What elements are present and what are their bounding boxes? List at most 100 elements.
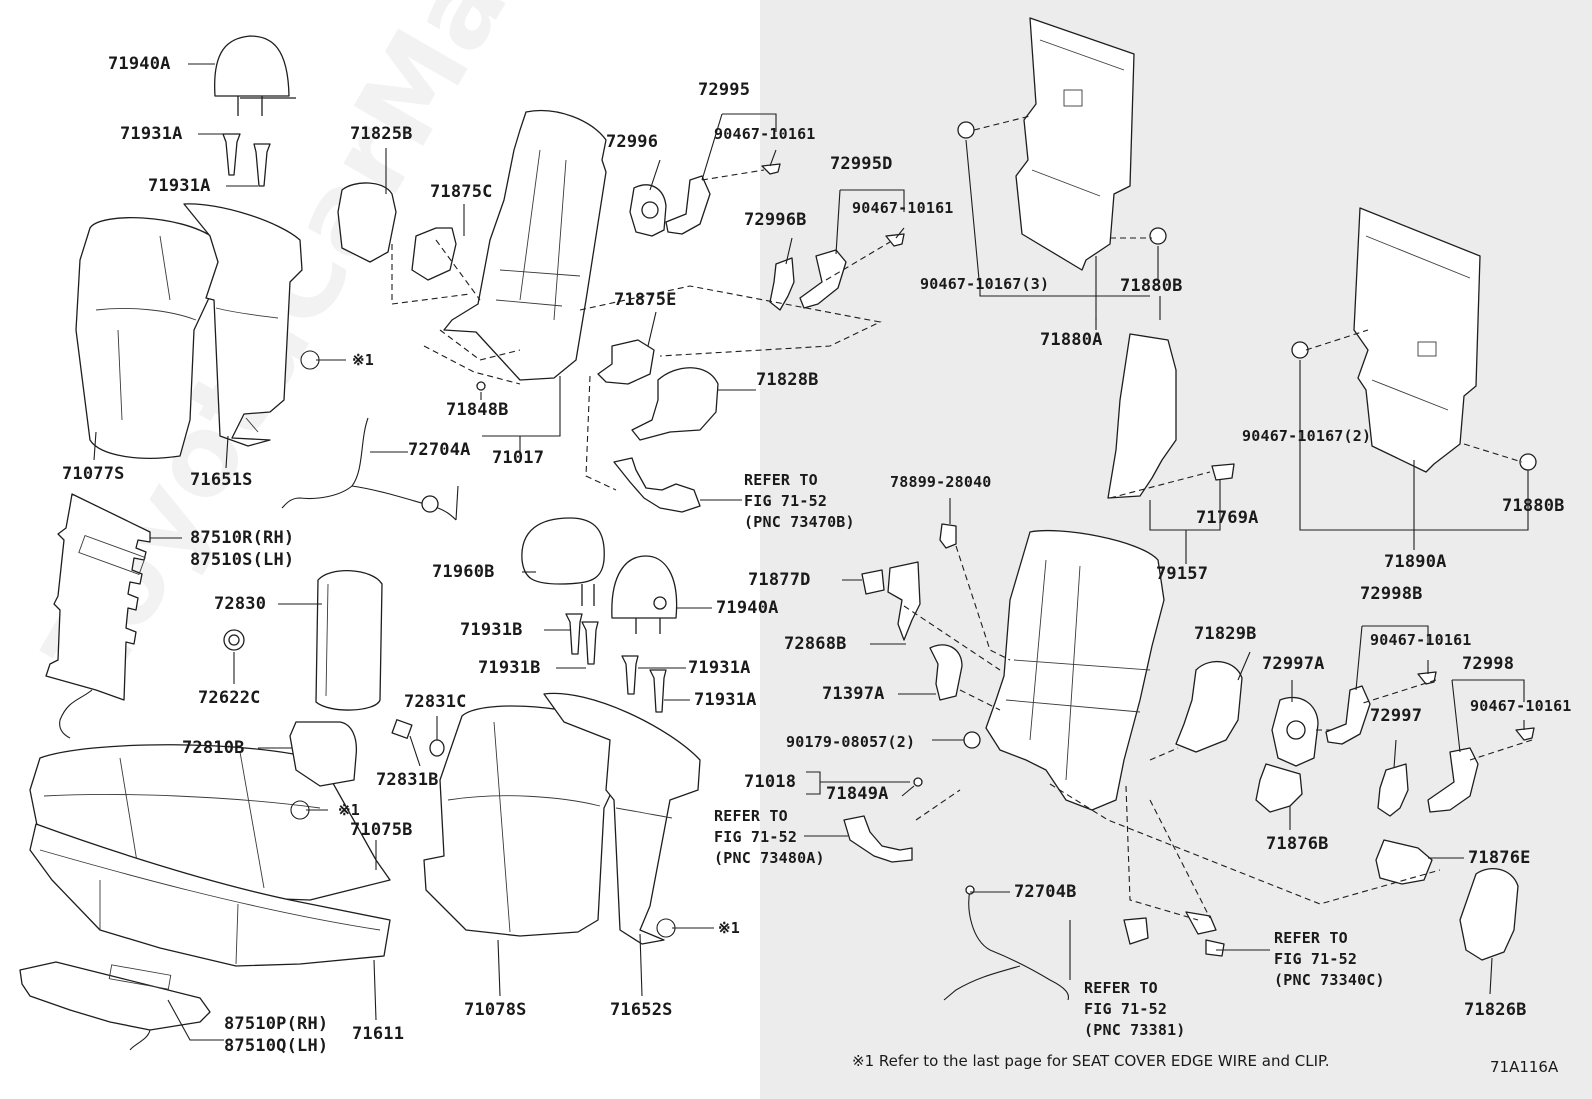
reference-73480A[interactable]: REFER TO FIG 71-52 (PNC 73480A) xyxy=(714,807,825,867)
board-71880A-part xyxy=(1015,17,1135,271)
cover-72998-part xyxy=(1427,747,1479,813)
mark-1-b: ※1 xyxy=(338,801,360,819)
shaded-panel xyxy=(760,0,1592,1099)
cover-72995-part xyxy=(665,175,711,235)
buckle-73470B-part xyxy=(613,457,701,513)
headrest-71960B-part xyxy=(521,517,605,606)
cap-72622C-part xyxy=(223,629,245,651)
callout-90467-10161-b: 90467-10161 xyxy=(852,199,954,217)
cover-71877D-part xyxy=(861,569,885,595)
callout-90179-08057: 90179-08057(2) xyxy=(786,733,916,751)
seatback-71651S-part xyxy=(183,203,303,447)
clip-71769A-part xyxy=(1211,463,1235,481)
callout-71931A-4: 71931A xyxy=(694,690,757,710)
callout-71848B: 71848B xyxy=(446,400,509,420)
cover-71876E-part xyxy=(1375,839,1433,885)
reference-73340C[interactable]: REFER TO FIG 71-52 (PNC 73340C) xyxy=(1274,929,1385,989)
reference-73470B[interactable]: REFER TO FIG 71-52 (PNC 73470B) xyxy=(744,471,855,531)
callout-71875C: 71875C xyxy=(430,182,493,202)
clip-90467-a-part xyxy=(761,163,781,175)
callout-72997: 72997 xyxy=(1370,706,1423,726)
callout-71876B: 71876B xyxy=(1266,834,1329,854)
seatback-71077S-part xyxy=(75,217,221,459)
reference-73381[interactable]: REFER TO FIG 71-52 (PNC 73381) xyxy=(1084,979,1186,1039)
recliner-72997A-part xyxy=(1271,696,1319,767)
nut-90179-part xyxy=(963,731,981,749)
clip-90467-b-part xyxy=(885,233,905,247)
callout-71931A-1: 71931A xyxy=(120,124,183,144)
callout-79157: 79157 xyxy=(1156,564,1209,584)
guide-71931A-parts xyxy=(222,133,271,187)
callout-90467-10167-2: 90467-10167(2) xyxy=(1242,427,1372,445)
nut-72831C-part xyxy=(429,739,445,757)
cover-72998B-part xyxy=(1325,685,1371,745)
clip-90467-d-part xyxy=(1515,727,1535,741)
callout-71877D: 71877D xyxy=(748,570,811,590)
callout-90467-10161-a: 90467-10161 xyxy=(714,125,816,143)
callout-71769A: 71769A xyxy=(1196,508,1259,528)
callout-71876E: 71876E xyxy=(1468,848,1531,868)
pad-87510P-part xyxy=(19,961,211,1051)
cover-72810B-part xyxy=(289,721,358,787)
buckle-73381-part xyxy=(1123,911,1217,945)
callout-71829B: 71829B xyxy=(1194,624,1257,644)
callout-72704A: 72704A xyxy=(408,440,471,460)
callout-71611: 71611 xyxy=(352,1024,405,1044)
callout-72996B: 72996B xyxy=(744,210,807,230)
callout-71825B: 71825B xyxy=(350,124,413,144)
callout-71397A: 71397A xyxy=(822,684,885,704)
frame-71017-part xyxy=(443,110,607,381)
callout-72996: 72996 xyxy=(606,132,659,152)
wire-72704A-part xyxy=(281,417,459,521)
callout-71880A: 71880A xyxy=(1040,330,1103,350)
callout-72810B: 72810B xyxy=(182,738,245,758)
leader-lines xyxy=(93,63,1529,1041)
pad-87510R-part xyxy=(45,493,151,739)
callout-78899-28040: 78899-28040 xyxy=(890,473,992,491)
callout-87510S: 87510S(LH) xyxy=(190,550,295,570)
callout-90467-10167-3: 90467-10167(3) xyxy=(920,275,1050,293)
callout-72998B: 72998B xyxy=(1360,584,1423,604)
cushion-frame-71611-part xyxy=(29,823,391,967)
recliner-72996-part xyxy=(629,184,667,237)
armrest-72830-part xyxy=(315,569,383,711)
callout-87510R: 87510R(RH) xyxy=(190,528,295,548)
callout-87510P: 87510P(RH) xyxy=(224,1014,329,1034)
callout-71075B: 71075B xyxy=(350,820,413,840)
clip-90467-c-part xyxy=(1417,671,1437,685)
guide-71931B-parts xyxy=(565,613,667,713)
seatback-71078S-part xyxy=(423,705,623,937)
callout-71077S: 71077S xyxy=(62,464,125,484)
callout-71849A: 71849A xyxy=(826,784,889,804)
callout-71931A-2: 71931A xyxy=(148,176,211,196)
callout-71018: 71018 xyxy=(744,772,797,792)
mark-1-a: ※1 xyxy=(352,351,374,369)
callout-71078S: 71078S xyxy=(464,1000,527,1020)
board-71890A-part xyxy=(1353,207,1481,473)
callout-90467-10161-d: 90467-10161 xyxy=(1470,697,1572,715)
cover-71876B-part xyxy=(1255,763,1303,813)
figure-id: 71A116A xyxy=(1490,1058,1559,1076)
cover-71875E-part xyxy=(597,339,655,385)
cover-72996B-part xyxy=(769,257,795,311)
panel-79157-part xyxy=(1107,333,1177,499)
callout-72868B: 72868B xyxy=(784,634,847,654)
cover-72997-part xyxy=(1377,763,1409,817)
footnote: ※1 Refer to the last page for SEAT COVER… xyxy=(852,1052,1330,1070)
pin-72831B-part xyxy=(391,719,413,739)
callout-72997A: 72997A xyxy=(1262,654,1325,674)
bracket-72868B-part xyxy=(887,561,921,641)
pin-78899-part xyxy=(939,523,957,549)
buckle-73340C-part xyxy=(1205,939,1225,957)
callout-71875E: 71875E xyxy=(614,290,677,310)
buckle-73480A-part xyxy=(843,815,913,863)
clips-boards-part xyxy=(957,121,1537,471)
callout-71652S: 71652S xyxy=(610,1000,673,1020)
callout-72704B: 72704B xyxy=(1014,882,1077,902)
callout-71931A-3: 71931A xyxy=(688,658,751,678)
headrest-71940A-part xyxy=(214,35,296,116)
seatback-71652S-part xyxy=(543,692,701,945)
bolt-71848B-part xyxy=(476,381,486,391)
